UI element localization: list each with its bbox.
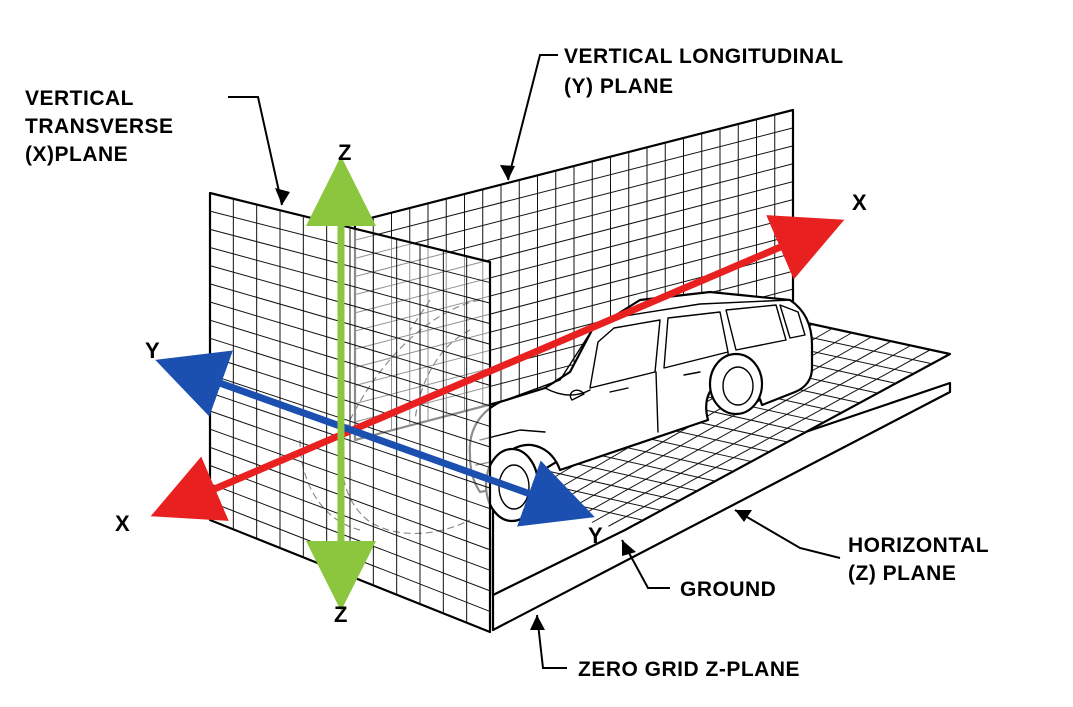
axis-labels: Z Z X X Y Y bbox=[115, 140, 867, 627]
vertical-transverse-label-line2: TRANSVERSE bbox=[25, 115, 174, 138]
callout-labels: VERTICAL TRANSVERSE (X)PLANE VERTICAL LO… bbox=[25, 45, 989, 681]
callout-leaders bbox=[228, 54, 841, 669]
zero-grid-label: ZERO GRID Z-PLANE bbox=[578, 658, 800, 681]
x-right-label: X bbox=[852, 190, 867, 215]
vertical-transverse-label-line1: VERTICAL bbox=[25, 87, 134, 110]
horizontal-label-line1: HORIZONTAL bbox=[848, 534, 989, 557]
vertical-longitudinal-label-line1: VERTICAL LONGITUDINAL bbox=[564, 45, 844, 68]
vertical-transverse-plane bbox=[208, 191, 492, 634]
coordinate-axes bbox=[150, 156, 845, 611]
z-top-label: Z bbox=[338, 140, 351, 165]
leader-ground bbox=[621, 539, 670, 589]
vertical-longitudinal-label-line2: (Y) PLANE bbox=[564, 75, 674, 98]
z-bottom-label: Z bbox=[334, 602, 347, 627]
y-left-label: Y bbox=[145, 338, 160, 363]
ground-label: GROUND bbox=[680, 578, 776, 601]
y-right-label: Y bbox=[588, 523, 603, 548]
leader-horizontal bbox=[734, 509, 841, 559]
x-left-label: X bbox=[115, 511, 130, 536]
leader-vertical-longitudinal bbox=[507, 54, 558, 181]
leader-zero-grid bbox=[536, 614, 567, 669]
horizontal-label-line2: (Z) PLANE bbox=[848, 562, 956, 585]
leader-vertical-transverse bbox=[228, 96, 283, 206]
vertical-transverse-label-line3: (X)PLANE bbox=[25, 143, 128, 166]
